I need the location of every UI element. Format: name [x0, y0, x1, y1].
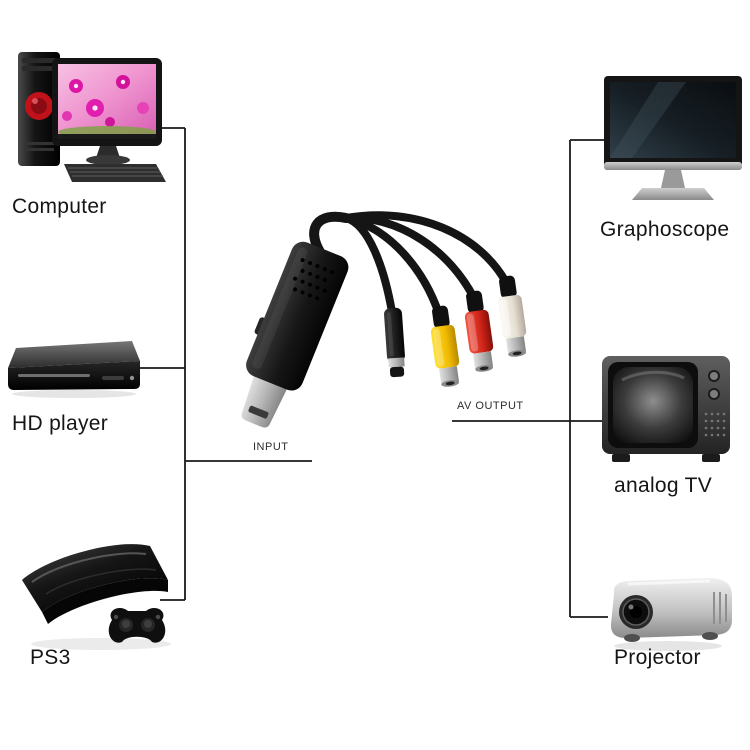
connection-lines	[138, 127, 608, 618]
device-label-hd-player: HD player	[12, 412, 109, 435]
hd-player-top	[8, 341, 140, 368]
hd-player-icon	[8, 341, 140, 398]
tv-foot	[612, 454, 630, 462]
tv-knob	[710, 372, 718, 380]
pc-monitor-stand	[96, 146, 120, 158]
device-analog-tv	[602, 356, 732, 468]
av-output-label: AV OUTPUT	[457, 400, 524, 412]
device-label-ps3: PS3	[30, 646, 71, 669]
tv-knob	[710, 390, 718, 398]
hd-player-disc-slot	[18, 374, 90, 377]
graphoscope-screen	[610, 82, 736, 158]
dongle-body	[246, 241, 349, 391]
cable-trunk	[309, 211, 351, 257]
device-label-projector: Projector	[614, 646, 701, 669]
rca-audio-left-connector-icon	[497, 275, 527, 357]
ps3-icon	[22, 544, 171, 650]
device-label-computer: Computer	[12, 195, 107, 218]
device-graphoscope	[602, 76, 744, 206]
graphoscope-icon	[604, 76, 742, 200]
device-projector	[598, 568, 738, 654]
input-label: INPUT	[253, 441, 289, 453]
device-ps3	[16, 522, 178, 656]
device-label-analog-tv: analog TV	[614, 474, 713, 497]
device-hd-player	[4, 338, 146, 398]
cable-to-audio-left	[342, 211, 511, 288]
tv-screen	[613, 367, 693, 443]
ps3-console-front	[42, 578, 168, 624]
tv-foot	[702, 454, 720, 462]
rca-video-connector-icon	[430, 305, 460, 387]
cable-to-video	[342, 214, 443, 318]
adapter-cables	[309, 211, 511, 318]
dongle-vent-holes	[293, 258, 335, 301]
projector-vents	[713, 592, 727, 624]
ps3-controller	[108, 607, 166, 643]
ps3-console-top	[22, 544, 168, 612]
projector-foot	[702, 632, 718, 640]
rca-audio-right-connector-icon	[464, 290, 494, 372]
projector-foot	[624, 634, 640, 642]
graphoscope-stand	[661, 170, 685, 188]
device-label-graphoscope: Graphoscope	[600, 218, 730, 241]
computer-icon	[18, 52, 166, 182]
analog-tv-icon	[602, 356, 730, 462]
hdmi-to-av-adapter-icon	[241, 211, 527, 428]
power-barrel-connector-icon	[384, 307, 405, 378]
hdmi-dongle-icon	[241, 241, 349, 428]
device-computer	[6, 50, 168, 190]
pc-keyboard	[64, 164, 166, 182]
projector-icon	[610, 578, 732, 651]
graphoscope-base	[632, 188, 714, 200]
tv-speaker-grille	[704, 412, 726, 437]
